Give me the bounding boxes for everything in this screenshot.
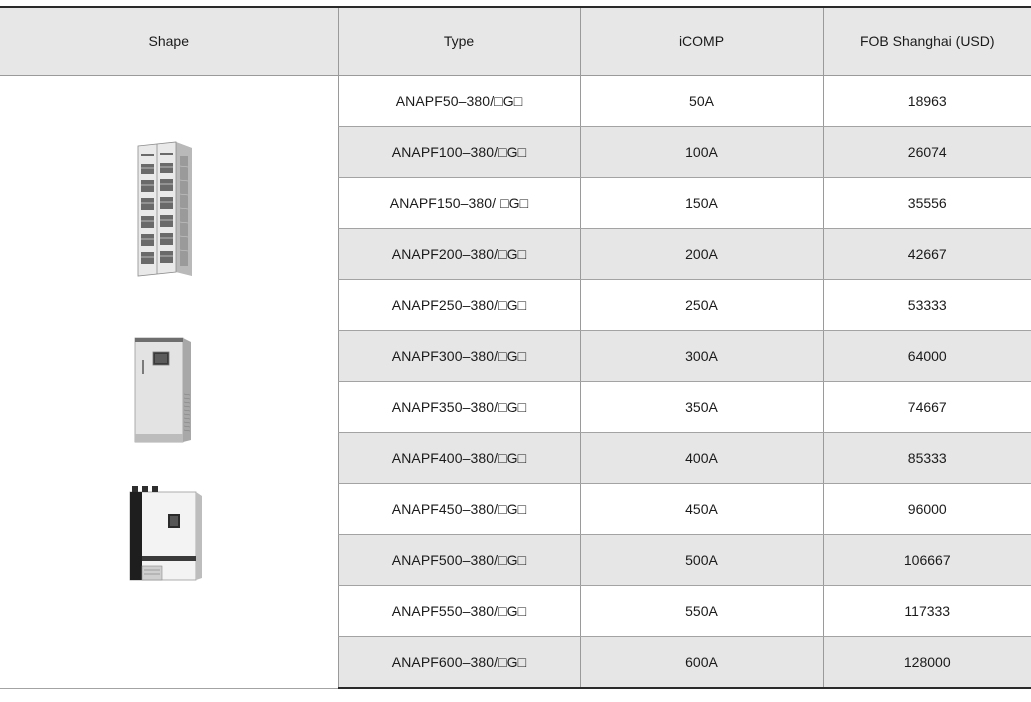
type-cell: ANAPF350–380/□G□: [337, 381, 580, 434]
tall-floor-cabinet-image: [137, 141, 192, 276]
icomp-cell: 100A: [579, 126, 823, 178]
mid-floor-cabinet-image: [134, 337, 191, 442]
header-fob: FOB Shanghai (USD): [822, 6, 1031, 76]
icomp-cell: 300A: [579, 330, 823, 382]
type-cell: ANAPF400–380/□G□: [337, 432, 580, 485]
fob-cell: 96000: [822, 483, 1031, 536]
fob-cell: 64000: [822, 330, 1031, 382]
fob-cell: 128000: [822, 636, 1031, 690]
table-row: ANAPF50–380/□G□ 50A 18963: [0, 75, 1031, 689]
table-row: ANAPF300–380/□G□ 300A 64000: [0, 330, 1031, 382]
table-row: ANAPF100–380/□G□ 100A 26074: [0, 126, 1031, 178]
type-cell: ANAPF50–380/□G□: [337, 75, 580, 127]
price-table: Shape Type iCOMP FOB Shanghai (USD): [0, 6, 1031, 690]
header-shape: Shape: [0, 6, 338, 76]
fob-cell: 53333: [822, 279, 1031, 331]
icomp-cell: 450A: [579, 483, 823, 536]
wall-mounted-unit-image: [129, 485, 202, 580]
fob-cell: 26074: [822, 126, 1031, 178]
icomp-cell: 150A: [579, 177, 823, 229]
type-cell: ANAPF450–380/□G□: [337, 483, 580, 536]
type-cell: ANAPF150–380/ □G□: [337, 177, 580, 229]
shape-cell: [0, 75, 338, 689]
type-cell: ANAPF100–380/□G□: [337, 126, 580, 178]
type-cell: ANAPF200–380/□G□: [337, 228, 580, 280]
fob-cell: 42667: [822, 228, 1031, 280]
table-row: ANAPF450–380/□G□ 450A 96000: [0, 483, 1031, 536]
icomp-cell: 400A: [579, 432, 823, 485]
header-type: Type: [337, 6, 580, 76]
type-cell: ANAPF300–380/□G□: [337, 330, 580, 382]
fob-cell: 85333: [822, 432, 1031, 485]
table-row: ANAPF150–380/ □G□ 150A 35556: [0, 177, 1031, 229]
type-cell: ANAPF250–380/□G□: [337, 279, 580, 331]
fob-cell: 106667: [822, 534, 1031, 587]
icomp-cell: 200A: [579, 228, 823, 280]
type-cell: ANAPF550–380/□G□: [337, 585, 580, 638]
fob-cell: 117333: [822, 585, 1031, 638]
table-row: ANAPF400–380/□G□ 400A 85333: [0, 432, 1031, 485]
icomp-cell: 250A: [579, 279, 823, 331]
icomp-cell: 50A: [579, 75, 823, 127]
fob-cell: 18963: [822, 75, 1031, 127]
header-icomp: iCOMP: [579, 6, 823, 76]
table-row: ANAPF350–380/□G□ 350A 74667: [0, 381, 1031, 434]
table-row: ANAPF200–380/□G□ 200A 42667: [0, 228, 1031, 280]
icomp-cell: 600A: [579, 636, 823, 690]
table-row: ANAPF600–380/□G□ 600A 128000: [0, 636, 1031, 690]
type-cell: ANAPF600–380/□G□: [337, 636, 580, 690]
type-cell: ANAPF500–380/□G□: [337, 534, 580, 587]
table-row: ANAPF550–380/□G□ 550A 117333: [0, 585, 1031, 638]
fob-cell: 35556: [822, 177, 1031, 229]
icomp-cell: 500A: [579, 534, 823, 587]
shape-image-stack: [0, 76, 338, 688]
header-row: Shape Type iCOMP FOB Shanghai (USD): [0, 6, 1031, 76]
table-row: ANAPF250–380/□G□ 250A 53333: [0, 279, 1031, 331]
fob-cell: 74667: [822, 381, 1031, 434]
table-row: ANAPF500–380/□G□ 500A 106667: [0, 534, 1031, 587]
icomp-cell: 350A: [579, 381, 823, 434]
icomp-cell: 550A: [579, 585, 823, 638]
